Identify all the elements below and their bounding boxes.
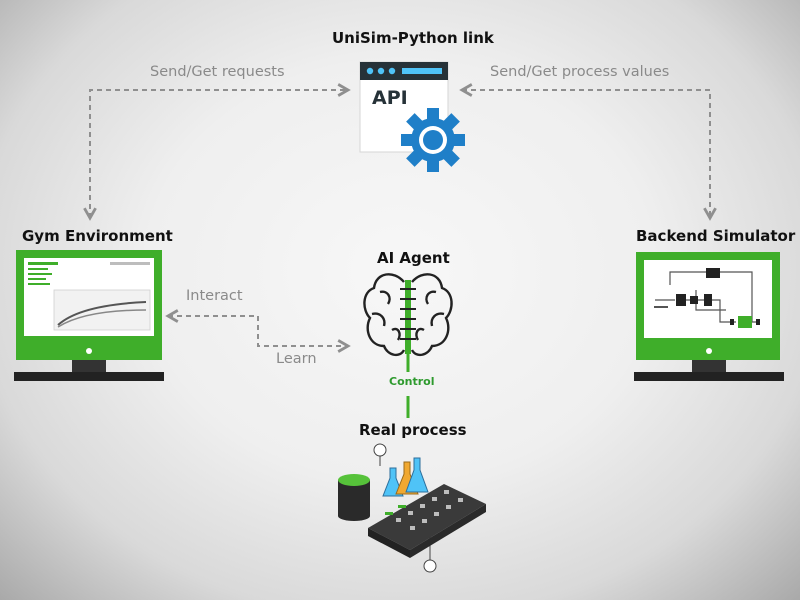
real-process-title: Real process — [359, 421, 467, 439]
api-label: API — [372, 87, 408, 109]
send-get-requests-label: Send/Get requests — [150, 64, 285, 80]
connector-requests — [90, 90, 348, 218]
ai-agent-title: AI Agent — [377, 249, 450, 267]
learn-label: Learn — [276, 351, 317, 367]
interact-label: Interact — [186, 288, 243, 304]
connector-interact-learn — [168, 316, 348, 346]
control-label: Control — [389, 375, 435, 388]
monitor-chart-icon — [14, 250, 164, 381]
send-get-process-values-label: Send/Get process values — [490, 64, 670, 80]
monitor-flow-diagram-icon — [634, 252, 784, 381]
industrial-process-icon — [338, 443, 486, 573]
api-link-title: UniSim-Python link — [332, 29, 494, 47]
brain-circuit-icon — [363, 273, 453, 357]
gym-environment-title: Gym Environment — [22, 227, 173, 245]
api-window-gear-icon — [359, 61, 465, 172]
backend-simulator-title: Backend Simulator — [636, 227, 796, 245]
connector-process-values — [462, 90, 710, 218]
